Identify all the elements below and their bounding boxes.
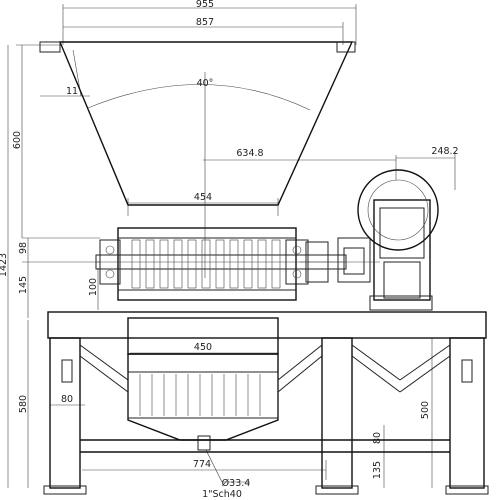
dimension-labels: 955 857 40° 11 600 1423 634.8 248.2 454 … [0,0,459,500]
drive-unit [300,169,439,311]
dim-chamber-width: 454 [194,192,212,203]
dim-shaft-depth: 100 [88,278,99,296]
rotor-blades [131,239,281,289]
dim-foot-height: 135 [372,461,383,479]
dim-top-width: 955 [196,0,214,10]
dim-flange: 11 [66,86,78,97]
dim-hopper-angle: 40° [197,78,214,89]
dim-total-height: 1423 [0,253,9,277]
dim-leg-width: 80 [61,394,73,405]
dim-shaft-center: 98 [18,242,29,254]
dim-motor-offset: 634.8 [236,148,263,159]
dim-hopper-width: 857 [196,17,214,28]
dim-frame-height: 580 [18,395,29,413]
support-frame [43,311,489,495]
dim-base-span: 774 [193,459,211,470]
screen-bars [139,374,261,416]
dim-bottom-width: 450 [194,342,212,353]
dim-chamber-height: 145 [18,276,29,294]
dim-pipe-schedule: 1"Sch40 [202,489,242,500]
dimension-lines [7,4,456,488]
dim-pipe-diameter: Ø33.4 [222,478,251,489]
dim-brace-height: 80 [372,432,383,444]
dim-hopper-height: 600 [12,131,23,149]
cutting-chamber [95,227,347,301]
hopper [39,41,356,278]
dim-support-height: 500 [420,401,431,419]
dim-motor-size: 248.2 [431,146,458,157]
